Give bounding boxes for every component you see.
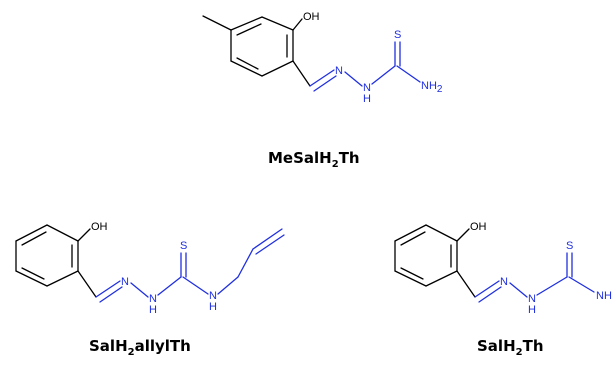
imine-carbon-bond [456, 270, 476, 298]
imine-n-label: N [121, 276, 129, 288]
thione-s-label: S [394, 29, 401, 41]
thione-s-label: S [180, 240, 187, 252]
amino-nh2-label: NH2 [421, 80, 443, 95]
methyl-bond [202, 15, 232, 31]
imine-carbon-bond [292, 60, 311, 87]
molecule-name-salh2th: SalH2Th [477, 337, 544, 358]
allyl-h-label: H [209, 301, 217, 313]
hydroxyl-label: OH [303, 11, 320, 23]
allyl-n-label: N [209, 290, 217, 302]
hydroxyl-label: OH [91, 221, 108, 233]
amine-h-label: H [149, 304, 157, 316]
amine-h-label: H [363, 93, 371, 105]
molecule-name-mesalh2th: MeSalH2Th [268, 149, 360, 170]
benzene-ring-1 [230, 16, 294, 77]
hydrazone-chain-1 [309, 41, 421, 92]
thione-s-label: S [566, 240, 573, 252]
benzene-ring-3 [394, 224, 458, 287]
molecule-salh2allylth: OH N N H S N H SalH2allylTh [15, 221, 285, 358]
molecule-name-salh2allylth: SalH2allylTh [89, 337, 191, 358]
hydroxyl-bond [77, 228, 91, 242]
amine-n-label: N [363, 82, 371, 94]
hydroxyl-bond [456, 228, 470, 242]
molecule-mesalh2th: OH N N H S NH2 MeSalH2Th [202, 11, 443, 170]
hydroxyl-bond [292, 18, 303, 31]
amine-h-label: H [528, 304, 536, 316]
molecule-salh2th: OH N N H S NH SalH2Th [394, 221, 612, 358]
amino-nh-label-cut: NH [596, 290, 612, 302]
imine-n-label: N [335, 65, 343, 77]
imine-carbon-bond [77, 270, 97, 298]
hydrazone-chain-2 [95, 228, 285, 303]
amine-n-label: N [149, 293, 157, 305]
hydrazone-chain-3 [474, 252, 595, 303]
amine-n-label: N [528, 293, 536, 305]
imine-n-label: N [500, 276, 508, 288]
benzene-ring-2 [15, 224, 79, 287]
hydroxyl-label: OH [470, 221, 487, 233]
